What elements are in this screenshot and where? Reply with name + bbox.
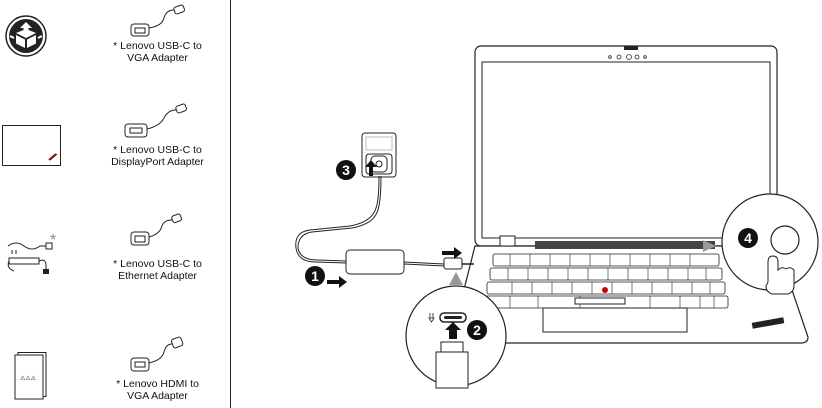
usb-c-vga-adapter-icon — [130, 4, 186, 37]
caption-usb-c-ethernet: * Lenovo USB-C to Ethernet Adapter — [95, 258, 220, 282]
step-arrows — [327, 160, 716, 288]
caption-line: VGA Adapter — [127, 52, 188, 64]
caption-line: DisplayPort Adapter — [111, 156, 204, 168]
column-divider — [230, 0, 231, 408]
power-button-zoom — [721, 193, 819, 295]
wall-outlet — [361, 132, 397, 178]
caption-line: Ethernet Adapter — [118, 270, 197, 282]
step-badge-1: 1 — [305, 266, 325, 286]
manuals-warning-text: ⚠⚠⚠ — [20, 376, 37, 382]
usb-c-displayport-adapter-icon — [124, 103, 188, 138]
caption-line: * Lenovo USB-C to — [113, 40, 202, 52]
caption-line: * Lenovo HDMI to — [116, 378, 199, 390]
laptop-sleeve-icon — [2, 125, 61, 166]
usb-c-ethernet-adapter-icon — [130, 213, 183, 246]
hdmi-vga-adapter-icon — [130, 336, 184, 372]
usb-c-port-zoom — [405, 285, 507, 389]
caption-line: VGA Adapter — [127, 390, 188, 402]
power-cord-asterisk: * — [50, 232, 57, 249]
manuals-icon — [14, 352, 47, 400]
step-badge-2: 2 — [467, 320, 487, 340]
caption-hdmi-vga: * Lenovo HDMI to VGA Adapter — [95, 378, 220, 402]
caption-line: * Lenovo USB-C to — [113, 144, 202, 156]
step-badge-4: 4 — [738, 228, 758, 248]
laptop-lid — [474, 45, 778, 247]
power-adapter — [295, 175, 463, 275]
step-badge-3: 3 — [336, 160, 356, 180]
power-cord-icon — [7, 242, 53, 274]
laptop-base — [448, 235, 809, 344]
caption-usb-c-vga: * Lenovo USB-C to VGA Adapter — [95, 40, 220, 64]
caption-usb-c-displayport: * Lenovo USB-C to DisplayPort Adapter — [95, 144, 220, 168]
recycle-box-icon — [5, 15, 47, 57]
caption-line: * Lenovo USB-C to — [113, 258, 202, 270]
